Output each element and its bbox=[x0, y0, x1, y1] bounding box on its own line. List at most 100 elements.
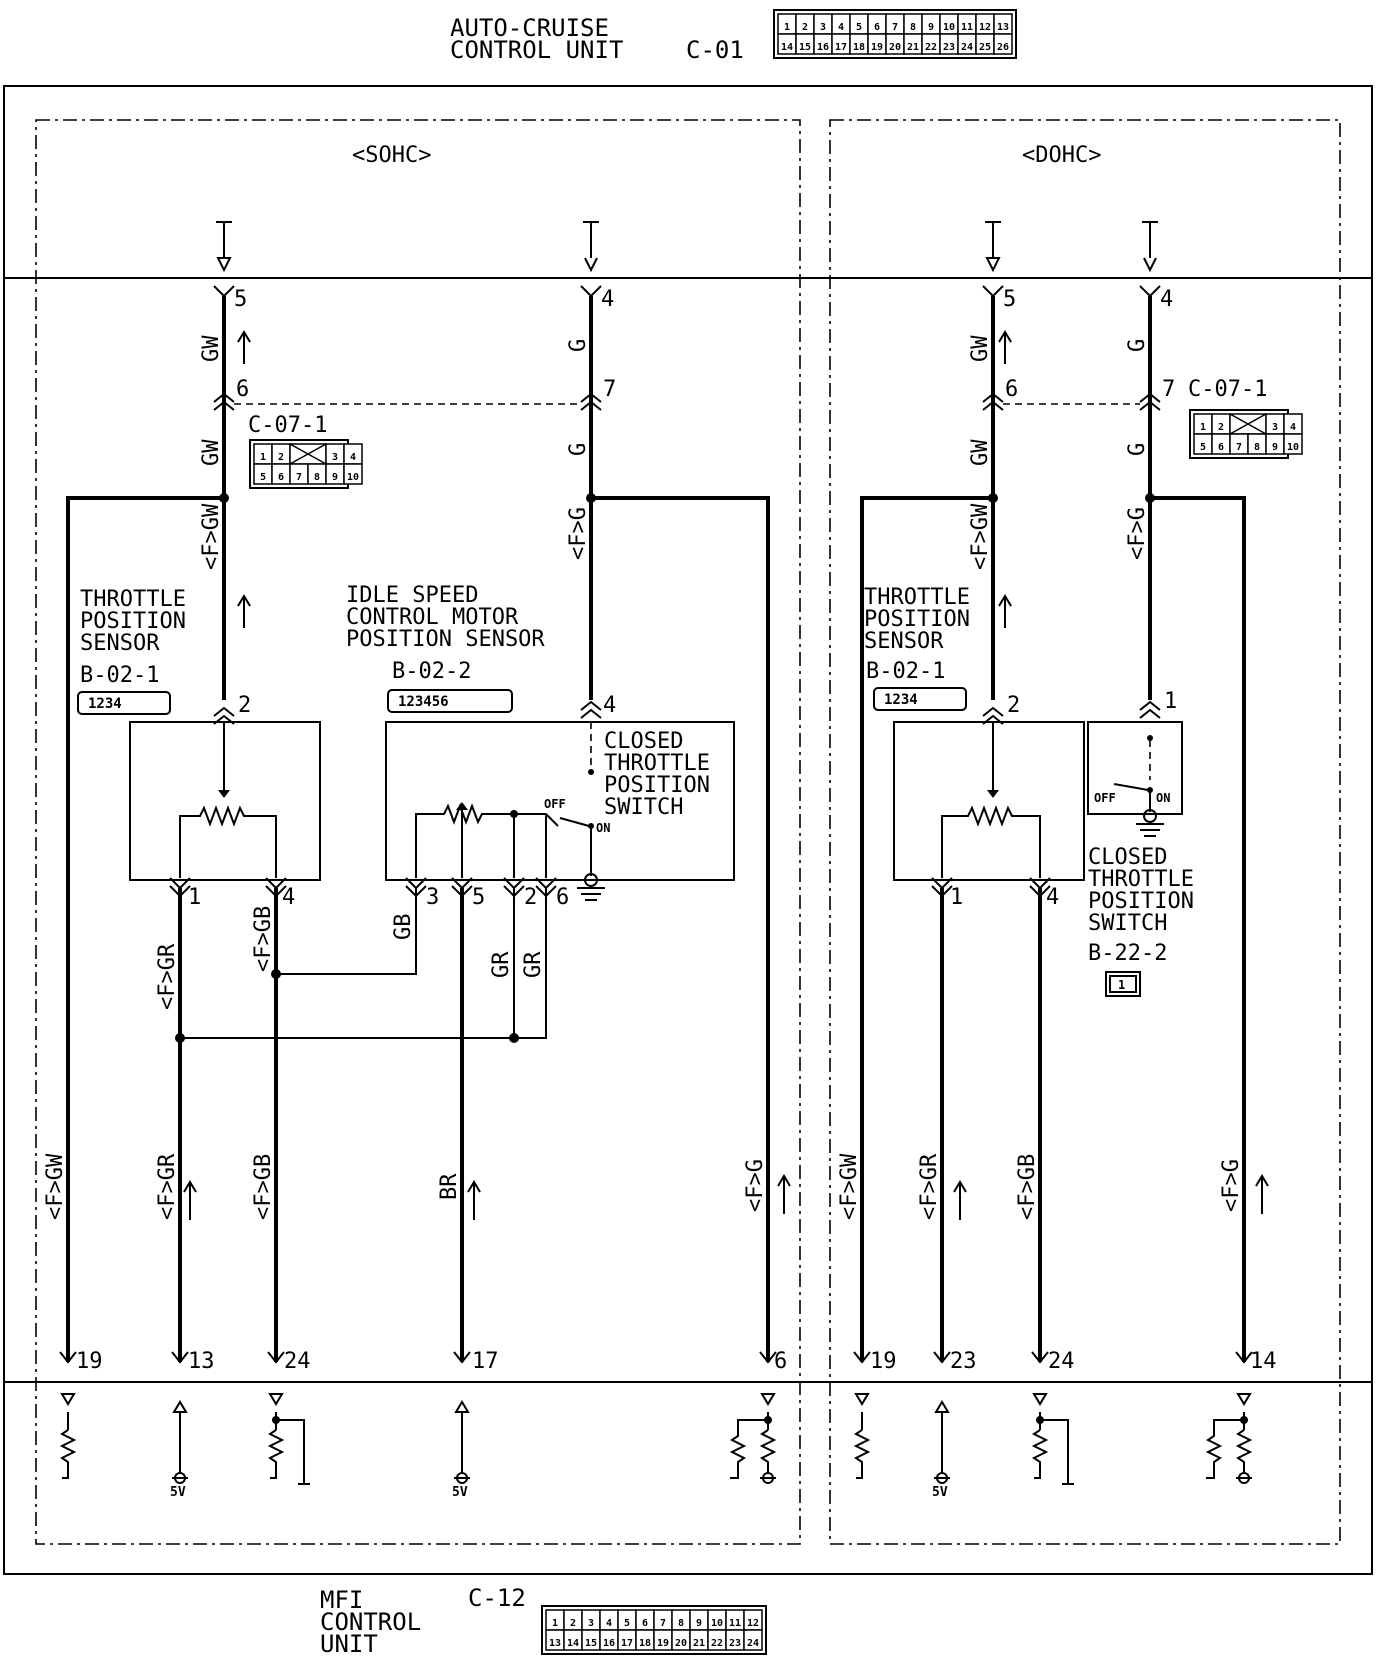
dohc-label-fg: <F>G bbox=[1125, 507, 1150, 560]
sohc-mfi-pin-17: 17 bbox=[472, 1349, 499, 1374]
dohc-tps-wiper-arrow bbox=[987, 790, 999, 798]
sohc-label-gr-2: GR bbox=[521, 951, 546, 978]
mfi-label-2: CONTROL bbox=[320, 1608, 421, 1636]
mfi-conn-cell-label: 20 bbox=[675, 1638, 687, 1649]
auto-cruise-conn-cell-label: 2 bbox=[802, 22, 808, 33]
dohc-label-gw-1: GW bbox=[968, 335, 993, 362]
dohc-pin-4: 4 bbox=[1160, 287, 1173, 312]
auto-cruise-conn-cell-label: 16 bbox=[817, 42, 829, 53]
sohc-mfi-terminal-2-fork bbox=[267, 1351, 285, 1364]
mfi-label-3: UNIT bbox=[320, 1630, 378, 1656]
mfi-conn-cell-label: 10 bbox=[711, 1618, 723, 1629]
sohc-title: <SOHC> bbox=[352, 143, 431, 168]
dohc-mfi-pin-24: 24 bbox=[1048, 1349, 1075, 1374]
dohc-title: <DOHC> bbox=[1022, 143, 1101, 168]
sohc-switch-contact-top bbox=[588, 769, 594, 775]
dohc-mfi-terminal-2-arrow bbox=[1032, 1393, 1048, 1406]
auto-cruise-connector-id: C-01 bbox=[686, 36, 744, 64]
auto-cruise-conn-cell-label: 15 bbox=[799, 42, 811, 53]
dohc-switch-label-2: THROTTLE bbox=[1088, 867, 1194, 892]
dohc-ground-icon bbox=[1136, 823, 1164, 837]
sohc-mfi-pin-6: 6 bbox=[774, 1349, 787, 1374]
sohc-iscm-pin-4: 4 bbox=[603, 693, 616, 718]
auto-cruise-conn-cell-label: 21 bbox=[907, 42, 919, 53]
sohc-wire-fgw-mfi bbox=[66, 496, 224, 1362]
dohc-switch-label-3: POSITION bbox=[1088, 889, 1194, 914]
dohc-mfi-pin-14: 14 bbox=[1250, 1349, 1277, 1374]
dohc-c07-pin7-mark bbox=[1139, 392, 1161, 411]
sohc-mfi-terminal-3-arrow bbox=[454, 1400, 470, 1413]
auto-cruise-conn-cell-label: 8 bbox=[910, 22, 916, 33]
sohc-label-fgr: <F>GR bbox=[155, 943, 180, 1010]
auto-cruise-conn-cell-label: 14 bbox=[781, 42, 793, 53]
mfi-conn-cell-label: 5 bbox=[624, 1618, 630, 1629]
dohc-pin-5: 5 bbox=[1003, 287, 1016, 312]
sohc-switch-label-4: SWITCH bbox=[604, 795, 683, 820]
sohc-label-fgw-lower: <F>GW bbox=[43, 1153, 68, 1220]
dohc-c07-cell-label: 10 bbox=[1287, 442, 1299, 453]
mfi-conn-cell-label: 19 bbox=[657, 1638, 669, 1649]
sohc-iscm-id: B-02-2 bbox=[392, 659, 471, 684]
mfi-conn-cell-label: 14 bbox=[567, 1638, 579, 1649]
auto-cruise-conn-cell-label: 26 bbox=[997, 42, 1009, 53]
sohc-c07-pin6-mark bbox=[213, 392, 235, 411]
dohc-switch-label-1: CLOSED bbox=[1088, 845, 1167, 870]
sohc-label-g-2: G bbox=[566, 443, 591, 456]
mfi-conn-cell-label: 23 bbox=[729, 1638, 741, 1649]
dohc-tps-conn-pins: 1234 bbox=[884, 692, 918, 708]
sohc-iscm-connector bbox=[387, 689, 513, 713]
mfi-conn-cell-label: 11 bbox=[729, 1618, 741, 1629]
dohc-arrow-fgr bbox=[953, 1180, 967, 1220]
sohc-tps-id: B-02-1 bbox=[80, 663, 159, 688]
sohc-splice-gr-left bbox=[175, 1033, 185, 1043]
mfi-conn-cell-label: 18 bbox=[639, 1638, 651, 1649]
sohc-mfi-terminal-4-resistor-b bbox=[759, 1429, 777, 1472]
dohc-region bbox=[829, 119, 1341, 1545]
sohc-mfi-terminal-4-fork bbox=[759, 1351, 777, 1364]
sohc-label-gb: GB bbox=[391, 914, 416, 941]
auto-cruise-conn-cell-label: 19 bbox=[871, 42, 883, 53]
sohc-splice-gb bbox=[271, 969, 281, 979]
sohc-c07-cell-label: 10 bbox=[347, 472, 359, 483]
sohc-c07-cell-label: 8 bbox=[314, 472, 320, 483]
dohc-arrow-fg bbox=[1255, 1174, 1269, 1214]
sohc-c07-cell-label: 5 bbox=[260, 472, 266, 483]
auto-cruise-conn-cell-label: 3 bbox=[820, 22, 826, 33]
auto-cruise-conn-cell-label: 4 bbox=[838, 22, 844, 33]
mfi-connector-id: C-12 bbox=[468, 1584, 526, 1612]
auto-cruise-conn-cell bbox=[993, 33, 1013, 55]
sohc-c07-blank-cross bbox=[289, 443, 327, 465]
sohc-iscm-label-2: CONTROL MOTOR bbox=[346, 605, 519, 630]
dohc-switch-label-4: SWITCH bbox=[1088, 911, 1167, 936]
dohc-tps-pin-2: 2 bbox=[1007, 693, 1020, 718]
sohc-label-gr-1: GR bbox=[489, 951, 514, 978]
dohc-tps-label-1: THROTTLE bbox=[864, 585, 970, 610]
dohc-terminal-4 bbox=[1139, 221, 1161, 298]
dohc-pin-7: 7 bbox=[1162, 377, 1175, 402]
dohc-mfi-pin-23: 23 bbox=[950, 1349, 977, 1374]
mfi-conn-cell-label: 6 bbox=[642, 1618, 648, 1629]
dohc-label-fg-lower: <F>G bbox=[1219, 1159, 1244, 1212]
sohc-switch-blade bbox=[559, 817, 590, 827]
auto-cruise-label-1: AUTO-CRUISE bbox=[450, 14, 609, 42]
dohc-mfi-terminal-3-resistor-b bbox=[1235, 1429, 1253, 1472]
dohc-c07-cell-label: 4 bbox=[1290, 422, 1296, 433]
dohc-switch-contact-top bbox=[1147, 735, 1153, 741]
auto-cruise-conn-cell-label: 11 bbox=[961, 22, 973, 33]
dohc-ground-terminal bbox=[1143, 809, 1157, 823]
mfi-conn-cell-label: 1 bbox=[552, 1618, 558, 1629]
sohc-label-fgb-lower: <F>GB bbox=[251, 1154, 276, 1220]
sohc-tps-resistor bbox=[179, 805, 277, 878]
sohc-c07-cell-label: 6 bbox=[278, 472, 284, 483]
sohc-mfi-terminal-0-arrow bbox=[60, 1393, 76, 1406]
mfi-conn-cell-label: 9 bbox=[696, 1618, 702, 1629]
dohc-mfi-terminal-0-arrow bbox=[854, 1393, 870, 1406]
dohc-mfi-terminal-1-arrow bbox=[934, 1400, 950, 1413]
sohc-label-br: BR bbox=[437, 1173, 462, 1200]
sohc-tps-conn-pins: 1234 bbox=[88, 696, 122, 712]
dohc-switch-blade bbox=[1113, 783, 1149, 791]
mfi-label-1: MFI bbox=[320, 1586, 363, 1614]
sohc-tps-connector bbox=[77, 691, 171, 715]
dohc-arrow-gw bbox=[998, 330, 1012, 364]
